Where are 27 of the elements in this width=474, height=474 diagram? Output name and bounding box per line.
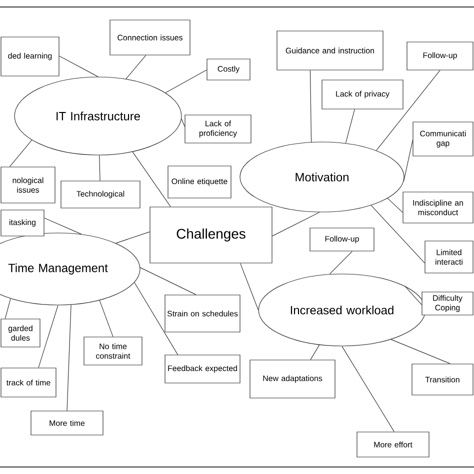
connector-line (66, 304, 72, 411)
connector-line (404, 286, 422, 306)
connector-line (38, 305, 58, 368)
connector-line (116, 231, 150, 244)
connector-line (165, 70, 207, 94)
connector-line (99, 300, 114, 337)
connector-line (310, 70, 312, 142)
connector-line (132, 151, 171, 207)
connector-line (44, 218, 82, 234)
connector-line (240, 263, 259, 310)
connector-line (342, 346, 394, 432)
connector-line (99, 154, 100, 181)
central-box: Challenges (150, 206, 272, 264)
connector-line (370, 205, 425, 264)
connector-line (387, 198, 403, 213)
connector-line (4, 298, 11, 319)
connector-line (329, 251, 353, 274)
connector-line (345, 109, 355, 144)
connector-line (390, 339, 450, 364)
connector-line (59, 56, 98, 77)
connector-line (376, 70, 440, 151)
connector-line (310, 344, 320, 360)
connector-line (181, 118, 185, 127)
connector-line (134, 282, 178, 355)
connector-line (9, 140, 32, 167)
connector-line (140, 267, 196, 295)
connector-line (126, 55, 146, 80)
